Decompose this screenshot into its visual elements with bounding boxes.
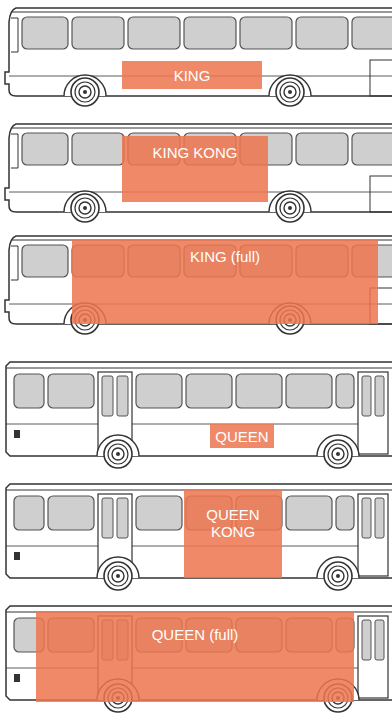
panel-label: KING KONG	[152, 144, 237, 161]
panel-label: KING	[174, 67, 211, 84]
ad-panel: KING KONG	[122, 136, 268, 202]
ad-panel: QUEEN KONG	[184, 490, 282, 578]
ad-panel: KING (full)	[72, 240, 378, 324]
panel-label: QUEEN (full)	[152, 626, 239, 643]
panel-label: QUEEN	[215, 428, 268, 445]
panel-label: KING (full)	[190, 248, 260, 265]
panel-label: QUEEN KONG	[189, 506, 277, 540]
ad-panel: QUEEN	[210, 424, 274, 448]
ad-panel: KING	[122, 61, 262, 89]
ad-panel: QUEEN (full)	[36, 612, 354, 702]
